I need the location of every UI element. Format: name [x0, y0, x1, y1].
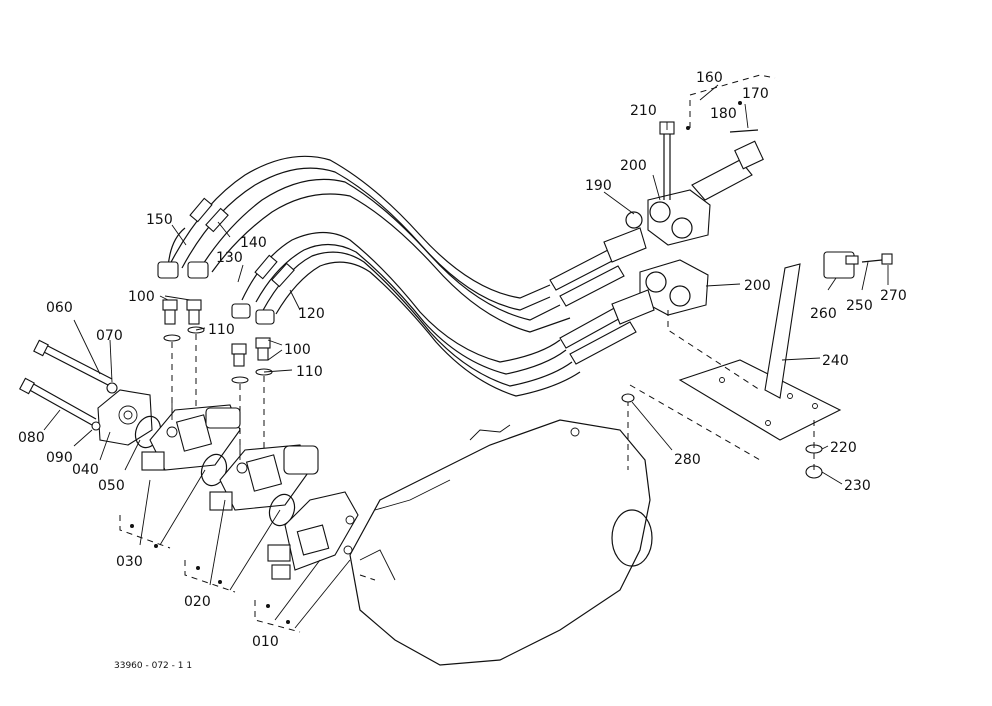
label-110-lower: 110 — [296, 364, 323, 380]
label-100-upper: 100 — [128, 289, 155, 305]
label-120: 120 — [298, 306, 325, 322]
label-180: 180 — [710, 106, 737, 122]
label-080: 080 — [18, 430, 45, 446]
tractor-housing — [349, 393, 653, 666]
label-150: 150 — [146, 212, 173, 228]
drawing-number: 33960 - 072 - 1 1 — [114, 661, 192, 671]
reference-dots — [130, 101, 742, 624]
label-240: 240 — [822, 353, 849, 369]
coupler-block-upper — [625, 121, 764, 246]
label-020: 020 — [184, 594, 211, 610]
label-010: 010 — [252, 634, 279, 650]
label-230: 230 — [844, 478, 871, 494]
label-110-upper: 110 — [208, 322, 235, 338]
label-050: 050 — [98, 478, 125, 494]
leader-lines — [43, 84, 889, 629]
coupler-hose-ends — [549, 227, 655, 365]
label-040: 040 — [72, 462, 99, 478]
label-260: 260 — [810, 306, 837, 322]
hose-sleeves — [189, 197, 295, 288]
label-190: 190 — [585, 178, 612, 194]
label-070: 070 — [96, 328, 123, 344]
valve-assembly — [97, 389, 359, 580]
label-220: 220 — [830, 440, 857, 456]
hose-end-fittings — [157, 227, 275, 325]
label-140: 140 — [240, 235, 267, 251]
boundary-lines — [119, 74, 776, 633]
tie-bolts — [19, 339, 118, 431]
label-250: 250 — [846, 298, 873, 314]
hydraulic-hoses — [167, 155, 581, 397]
label-170: 170 — [742, 86, 769, 102]
label-200-lower: 200 — [744, 278, 771, 294]
label-280: 280 — [674, 452, 701, 468]
label-160: 160 — [696, 70, 723, 86]
label-100-lower: 100 — [284, 342, 311, 358]
label-210: 210 — [630, 103, 657, 119]
label-200-upper: 200 — [620, 158, 647, 174]
label-090: 090 — [46, 450, 73, 466]
label-060: 060 — [46, 300, 73, 316]
label-270: 270 — [880, 288, 907, 304]
label-030: 030 — [116, 554, 143, 570]
part-number-labels: 160 170 180 210 200 190 200 150 140 130 … — [18, 70, 907, 671]
label-130: 130 — [216, 250, 243, 266]
